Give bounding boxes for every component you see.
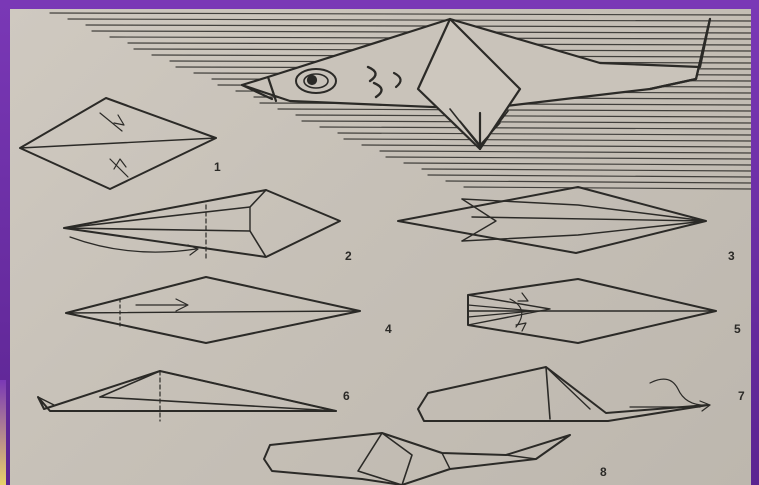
step-4-diagram — [66, 277, 360, 343]
step-8-diagram — [264, 433, 570, 485]
hatch-line — [278, 109, 751, 111]
step-7-diagram — [418, 367, 710, 421]
hatch-line — [422, 169, 751, 171]
step-1-label: 1 — [214, 160, 221, 174]
hatch-line — [320, 127, 751, 129]
hatch-line — [344, 139, 751, 141]
step-6-diagram — [38, 371, 336, 421]
hatch-line — [464, 187, 751, 189]
step-2-label: 2 — [345, 249, 352, 263]
hatch-line — [68, 19, 751, 21]
diagram-canvas — [10, 9, 751, 485]
hatch-line — [86, 25, 751, 27]
origami-diagram-sheet: 1 2 3 4 5 6 7 8 — [10, 9, 751, 485]
hatch-line — [386, 157, 751, 159]
step-5-diagram — [468, 279, 716, 343]
step-6-label: 6 — [343, 389, 350, 403]
step-3-label: 3 — [728, 249, 735, 263]
step-5-label: 5 — [734, 322, 741, 336]
step-8-label: 8 — [600, 465, 607, 479]
frame-accent-strip — [0, 380, 6, 485]
step-2-diagram — [64, 190, 340, 259]
hatch-line — [302, 121, 751, 123]
step-4-label: 4 — [385, 322, 392, 336]
hatch-line — [50, 13, 751, 15]
hatch-line — [404, 163, 751, 165]
hatch-line — [380, 151, 751, 153]
hatch-line — [362, 145, 751, 147]
hatch-line — [296, 115, 751, 117]
hatch-line — [428, 175, 751, 177]
step-3-diagram — [398, 187, 706, 253]
step-7-label: 7 — [738, 389, 745, 403]
step-1-diagram — [20, 98, 216, 189]
hatch-line — [338, 133, 751, 135]
hatch-line — [446, 181, 751, 183]
